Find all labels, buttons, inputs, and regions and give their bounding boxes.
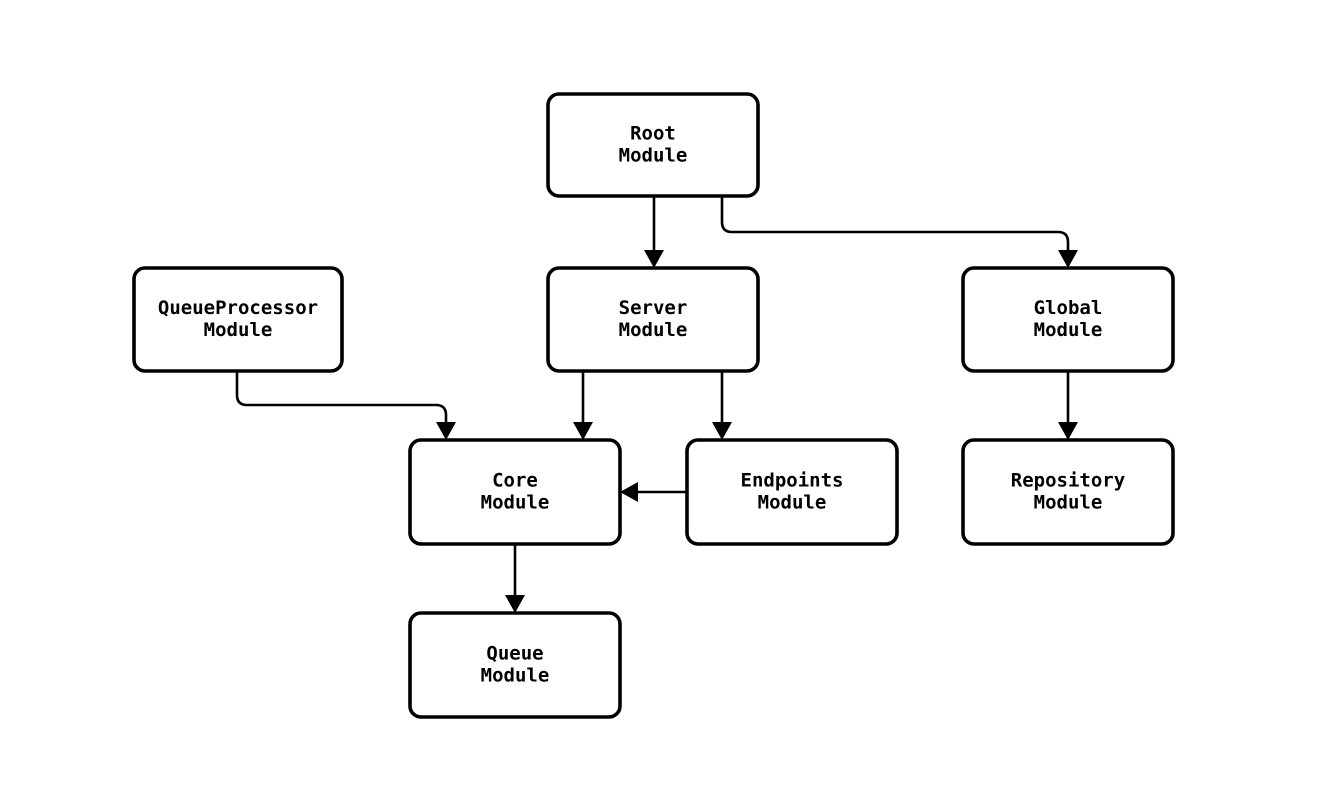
edges-group	[235, 196, 1078, 613]
node-label-line2: Module	[481, 665, 550, 687]
node-box[interactable]	[408, 438, 622, 546]
arrowhead-icon	[505, 595, 525, 613]
node-global-module[interactable]: Global Module	[961, 266, 1175, 373]
arrowhead-icon	[620, 482, 638, 502]
node-label-line2: Module	[619, 145, 688, 167]
node-label-line1: QueueProcessor	[158, 297, 318, 319]
node-label-line2: Module	[481, 492, 550, 514]
node-repository-module[interactable]: Repository Module	[961, 438, 1175, 546]
node-queueprocessor-module[interactable]: QueueProcessor Module	[132, 266, 344, 373]
arrowhead-icon	[644, 250, 664, 268]
edge-line	[235, 371, 448, 424]
arrowhead-icon	[573, 422, 593, 440]
arrowhead-icon	[436, 422, 456, 440]
node-label-line2: Module	[619, 319, 688, 341]
node-server-module[interactable]: Server Module	[546, 266, 760, 373]
node-label-line1: Server	[619, 297, 688, 319]
node-label-line1: Endpoints	[741, 470, 844, 492]
node-label-line1: Global	[1034, 297, 1103, 319]
node-label-line2: Module	[1034, 319, 1103, 341]
node-core-module[interactable]: Core Module	[408, 438, 622, 546]
edge-core-queue	[505, 544, 525, 613]
node-box[interactable]	[408, 611, 622, 719]
node-root-module[interactable]: Root Module	[546, 92, 760, 198]
edge-server-core	[573, 371, 593, 440]
edge-server-endpoints	[712, 371, 732, 440]
arrowhead-icon	[1058, 422, 1078, 440]
node-label-line2: Module	[1034, 492, 1103, 514]
node-label-line2: Module	[204, 319, 273, 341]
node-label-line1: Queue	[486, 643, 543, 665]
edge-endpoints-core	[620, 482, 687, 502]
node-label-line1: Root	[630, 123, 676, 145]
node-label-line2: Module	[758, 492, 827, 514]
arrowhead-icon	[1058, 250, 1078, 268]
node-label-line1: Repository	[1011, 470, 1125, 492]
edge-queueprocessor-core	[235, 371, 456, 440]
node-box[interactable]	[546, 92, 760, 198]
edge-root-server	[644, 196, 664, 268]
node-box[interactable]	[132, 266, 344, 373]
edge-line	[720, 196, 1070, 252]
node-queue-module[interactable]: Queue Module	[408, 611, 622, 719]
nodes-group: Root Module QueueProcessor Module Server…	[132, 92, 1175, 719]
node-box[interactable]	[961, 438, 1175, 546]
node-endpoints-module[interactable]: Endpoints Module	[685, 438, 899, 546]
node-box[interactable]	[961, 266, 1175, 373]
node-box[interactable]	[546, 266, 760, 373]
node-box[interactable]	[685, 438, 899, 546]
node-label-line1: Core	[492, 470, 538, 492]
edge-root-global	[720, 196, 1078, 268]
arrowhead-icon	[712, 422, 732, 440]
